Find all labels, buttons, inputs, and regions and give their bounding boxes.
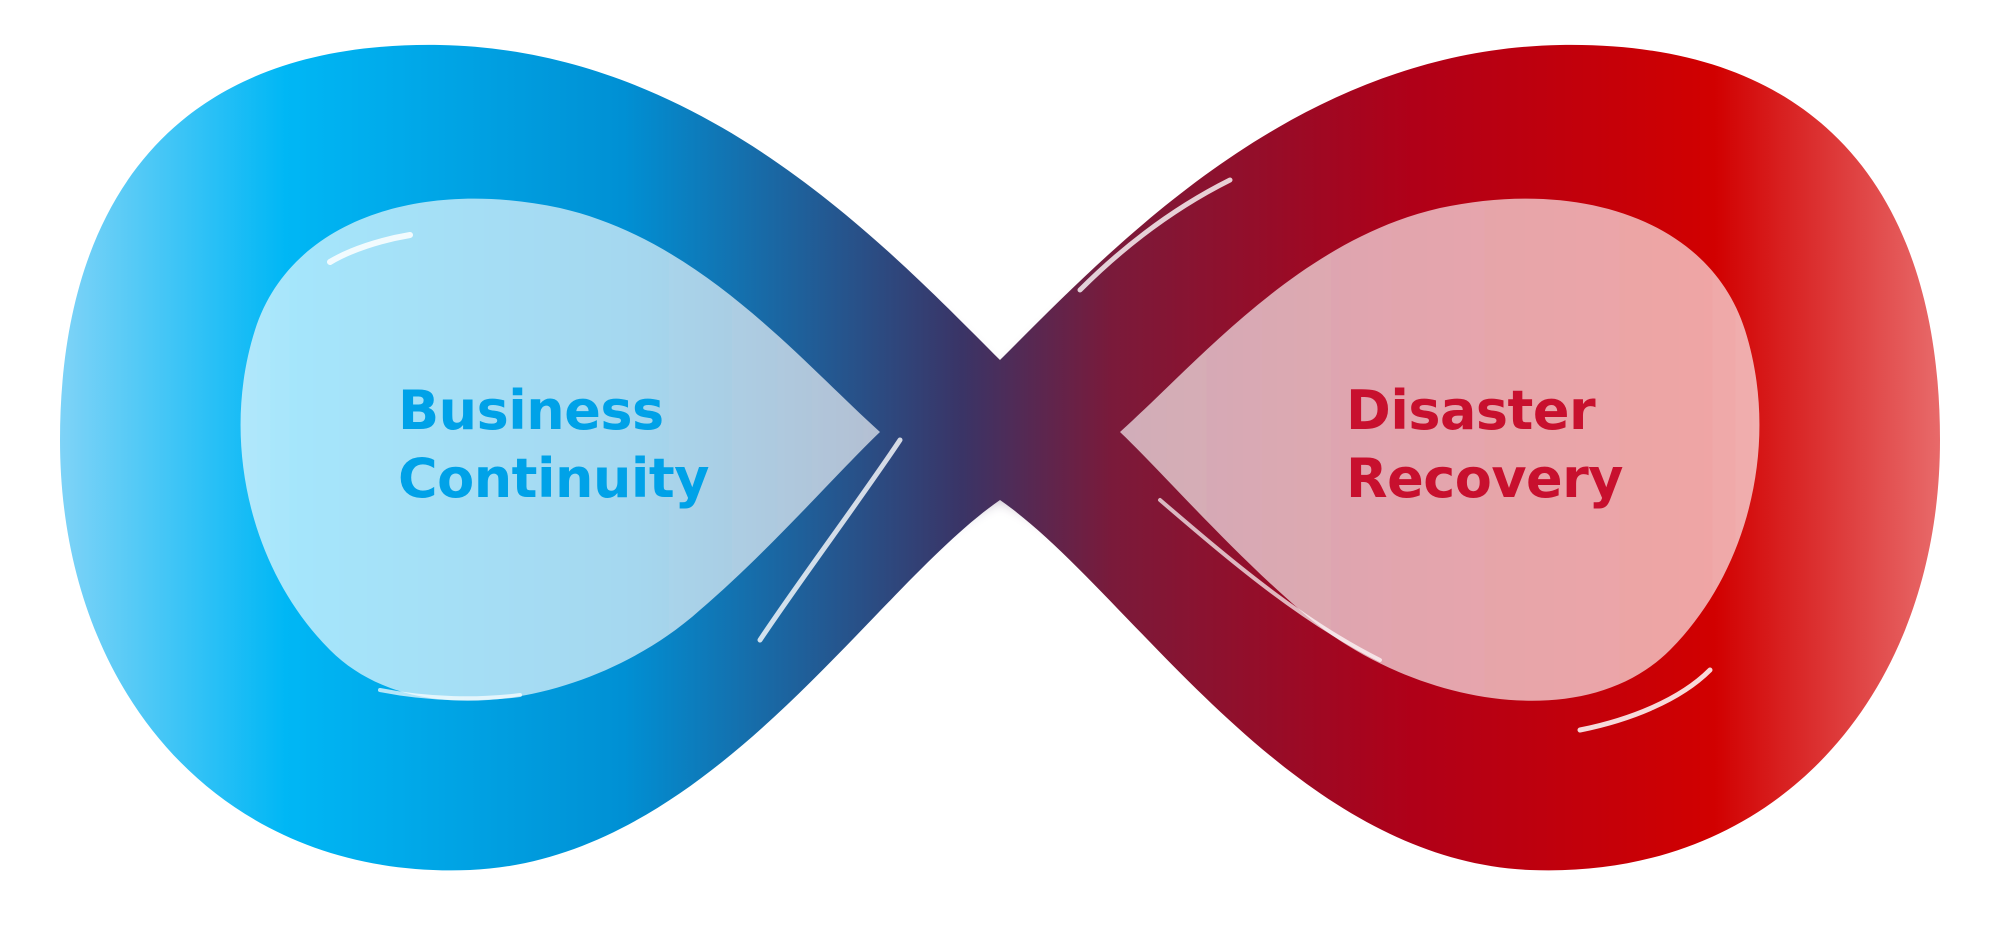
brush-streak bbox=[757, 437, 903, 643]
brush-streak bbox=[1158, 498, 1382, 662]
brush-streak bbox=[378, 688, 522, 701]
business-continuity-line-2: Continuity bbox=[398, 447, 709, 510]
disaster-recovery-label: Disaster Recovery bbox=[1346, 377, 1623, 513]
business-continuity-label: Business Continuity bbox=[398, 377, 709, 513]
brush-streak bbox=[1077, 177, 1233, 293]
disaster-recovery-line-1: Disaster bbox=[1346, 379, 1596, 442]
brush-streak bbox=[1577, 667, 1713, 733]
brush-streak bbox=[327, 232, 413, 265]
business-continuity-line-1: Business bbox=[398, 379, 664, 442]
infinity-band bbox=[60, 44, 1940, 871]
disaster-recovery-line-2: Recovery bbox=[1346, 447, 1623, 510]
